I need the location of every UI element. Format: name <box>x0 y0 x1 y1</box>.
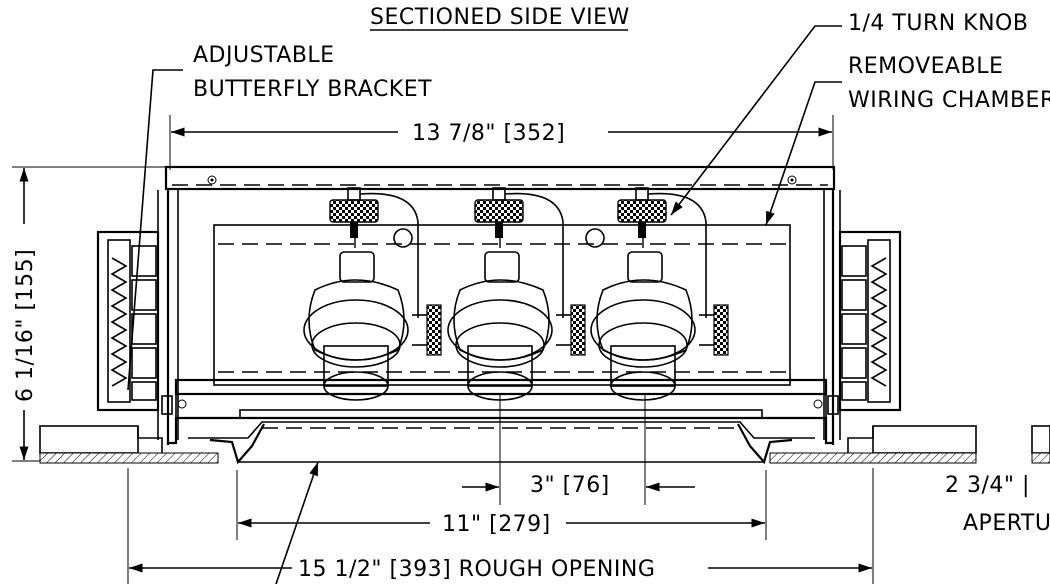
rough-opening-dim: 15 1/2" [393] ROUGH OPENING <box>298 557 655 582</box>
right-label-partial: APERTU <box>963 511 1050 536</box>
bracket-label-line1: ADJUSTABLE <box>193 43 335 68</box>
chamber-label-line1: REMOVEABLE <box>848 54 1003 79</box>
lamp-module-3 <box>590 187 729 401</box>
view-title: SECTIONED SIDE VIEW <box>370 5 630 30</box>
knob-label: 1/4 TURN KNOB <box>848 11 1028 36</box>
chamber-leader <box>765 81 842 226</box>
lamp-module-1 <box>303 187 442 401</box>
aperture-dim: 11" [279] <box>442 512 551 537</box>
trim-leader <box>275 461 319 584</box>
right-butterfly-bracket <box>838 190 902 440</box>
chamber-label-line2: WIRING CHAMBER <box>848 88 1050 113</box>
height-dim: 6 1/16" [155] <box>13 249 38 402</box>
spacing-dim: 3" [76] <box>530 473 610 498</box>
ceiling-left <box>39 425 219 464</box>
top-width-dim: 13 7/8" [352] <box>412 121 565 146</box>
bracket-label-line2: BUTTERFLY BRACKET <box>193 77 432 102</box>
lamp-module-2 <box>447 187 586 401</box>
bracket-leader <box>127 69 183 391</box>
housing <box>164 165 836 445</box>
right-dim-partial: 2 3/4" | <box>945 473 1030 498</box>
trim-assembly <box>161 378 839 465</box>
ceiling-right <box>769 425 1050 464</box>
wiring-chamber <box>213 224 791 386</box>
knob-leader <box>670 25 842 216</box>
left-butterfly-bracket <box>96 190 160 440</box>
